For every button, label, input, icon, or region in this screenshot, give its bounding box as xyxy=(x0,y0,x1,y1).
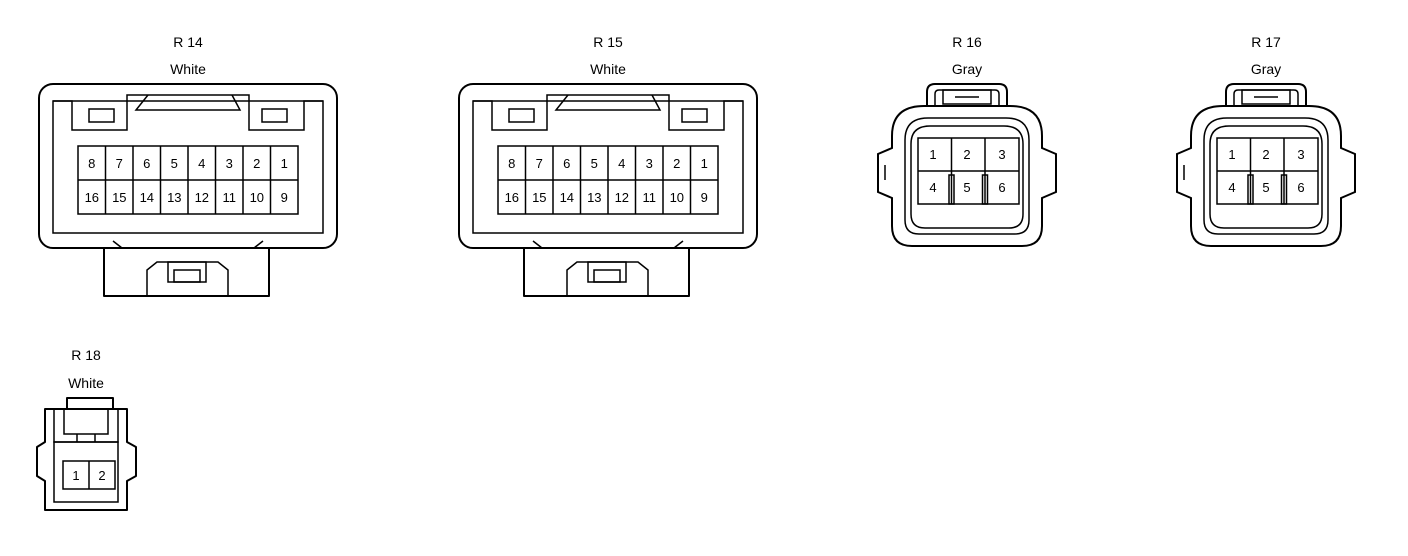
connector-r15-id: R 15 xyxy=(593,34,623,50)
pin: 14 xyxy=(560,190,574,205)
connector-r14-color: White xyxy=(170,61,206,77)
connector-r18-id: R 18 xyxy=(71,347,101,363)
pin: 6 xyxy=(563,156,570,171)
pin: 2 xyxy=(98,468,105,483)
pin: 13 xyxy=(167,190,181,205)
pin: 11 xyxy=(223,190,237,205)
connector-r14-id: R 14 xyxy=(173,34,203,50)
connector-r17: R 17 Gray 1 2 3 4 5 6 xyxy=(1176,34,1356,247)
connector-r14-housing xyxy=(38,83,338,297)
pin: 1 xyxy=(1228,147,1235,162)
pin: 16 xyxy=(85,190,99,205)
pin: 2 xyxy=(963,147,970,162)
connector-r18: R 18 White 1 2 xyxy=(36,347,137,511)
connector-r15-housing xyxy=(458,83,758,297)
pin: 4 xyxy=(618,156,625,171)
connector-r15: R 15 White 8 7 6 xyxy=(458,34,758,297)
pin: 3 xyxy=(1297,147,1304,162)
connector-r18-color: White xyxy=(68,375,104,391)
pin: 3 xyxy=(998,147,1005,162)
pin: 6 xyxy=(1297,180,1304,195)
pin: 10 xyxy=(250,190,264,205)
pin: 12 xyxy=(615,190,629,205)
connector-r14: R 14 White 8 7 6 xyxy=(38,34,338,297)
pin: 8 xyxy=(88,156,95,171)
pin: 4 xyxy=(198,156,205,171)
pin: 10 xyxy=(670,190,684,205)
connector-r18-pin-grid: 1 2 xyxy=(62,460,116,490)
pin: 1 xyxy=(281,156,288,171)
pin: 16 xyxy=(505,190,519,205)
pin: 15 xyxy=(112,190,126,205)
pin: 4 xyxy=(1228,180,1235,195)
pin: 5 xyxy=(591,156,598,171)
pin: 14 xyxy=(140,190,154,205)
pin: 12 xyxy=(195,190,209,205)
pin: 15 xyxy=(532,190,546,205)
pin: 5 xyxy=(171,156,178,171)
pin: 3 xyxy=(226,156,233,171)
pin: 13 xyxy=(587,190,601,205)
connector-r17-color: Gray xyxy=(1251,61,1281,77)
connector-r16: R 16 Gray 1 2 3 4 5 6 xyxy=(877,34,1057,247)
connector-r15-color: White xyxy=(590,61,626,77)
pin: 7 xyxy=(116,156,123,171)
connector-r14-pin-grid: 8 7 6 5 4 3 2 1 16 15 14 13 12 11 10 9 xyxy=(77,145,299,215)
connector-r18-housing xyxy=(36,397,137,511)
pin: 3 xyxy=(646,156,653,171)
connector-r15-pin-grid: 8 7 6 5 4 3 2 1 16 15 14 13 12 11 10 9 xyxy=(497,145,719,215)
pin: 1 xyxy=(72,468,79,483)
connector-r17-pin-grid: 1 2 3 4 5 6 xyxy=(1216,137,1319,205)
pin: 4 xyxy=(929,180,936,195)
connector-r17-housing xyxy=(1176,83,1356,247)
pin: 6 xyxy=(143,156,150,171)
connector-r16-pin-grid: 1 2 3 4 5 6 xyxy=(917,137,1020,205)
pin: 5 xyxy=(963,180,970,195)
pin: 7 xyxy=(536,156,543,171)
pin: 2 xyxy=(253,156,260,171)
connector-r16-id: R 16 xyxy=(952,34,982,50)
pin: 8 xyxy=(508,156,515,171)
pin: 6 xyxy=(998,180,1005,195)
pin: 1 xyxy=(701,156,708,171)
pin: 9 xyxy=(281,190,288,205)
pin: 9 xyxy=(701,190,708,205)
connector-r16-color: Gray xyxy=(952,61,982,77)
pin: 5 xyxy=(1262,180,1269,195)
connector-r17-id: R 17 xyxy=(1251,34,1281,50)
pin: 1 xyxy=(929,147,936,162)
pin: 2 xyxy=(673,156,680,171)
pin: 2 xyxy=(1262,147,1269,162)
pin: 11 xyxy=(643,190,657,205)
connector-r16-housing xyxy=(877,83,1057,247)
